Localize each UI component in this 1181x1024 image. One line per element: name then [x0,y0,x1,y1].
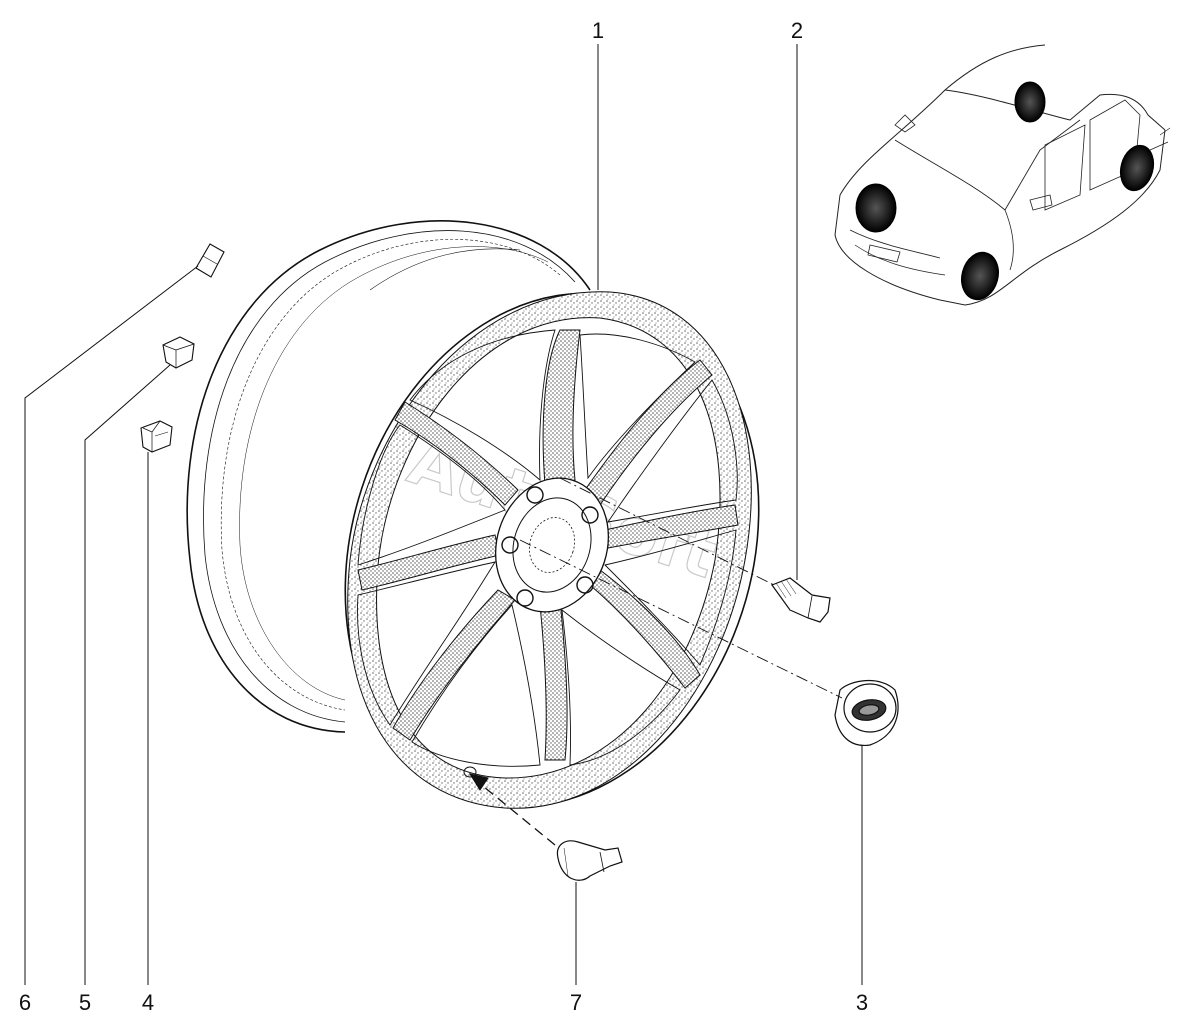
car-wheel-front-left [855,183,897,233]
leader-line-5 [84,364,171,985]
cap-axis-line [519,539,843,699]
car-wheel-rear-left [1014,81,1046,123]
valve-arrow-head [468,773,489,791]
callout-1: 1 [592,18,604,43]
car-wheel-front-right [961,251,999,301]
centre-cap [834,679,899,746]
car-illustration [834,44,1171,306]
callout-7: 7 [570,990,582,1015]
valve-axis-line [477,781,556,846]
balance-weight-flat [195,243,225,278]
balance-weight-medium [162,336,195,369]
tyre-valve [556,840,623,881]
callout-6: 6 [19,990,31,1015]
car-wheel-rear-right [1119,144,1155,192]
alloy-wheel [186,220,760,809]
leader-lines [24,44,863,985]
callout-3: 3 [856,990,868,1015]
balance-weight-small [140,420,173,453]
callout-4: 4 [142,990,154,1015]
bolt-axis-line [559,477,777,587]
wheel-bolt [771,577,831,623]
leader-line-6 [24,265,199,985]
callout-5: 5 [79,990,91,1015]
callout-2: 2 [791,18,803,43]
